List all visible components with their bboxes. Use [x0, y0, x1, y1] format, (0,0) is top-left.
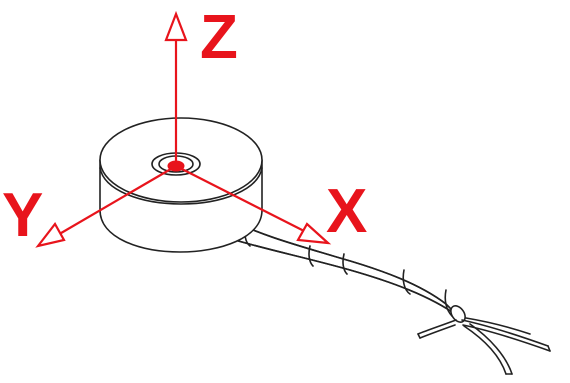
axis-y-label: Y — [2, 181, 43, 250]
sensor-puck — [99, 117, 263, 253]
cable-end-wires — [417, 305, 551, 375]
z-arrowhead — [164, 10, 188, 42]
axis-z — [164, 10, 188, 166]
axis-x-label: X — [326, 177, 367, 246]
axis-x — [175, 165, 332, 245]
axis-y — [35, 165, 177, 248]
axis-z-label: Z — [200, 3, 238, 72]
x-arrowhead — [296, 222, 332, 245]
origin-marker — [167, 160, 185, 172]
y-arrowhead — [35, 222, 66, 248]
